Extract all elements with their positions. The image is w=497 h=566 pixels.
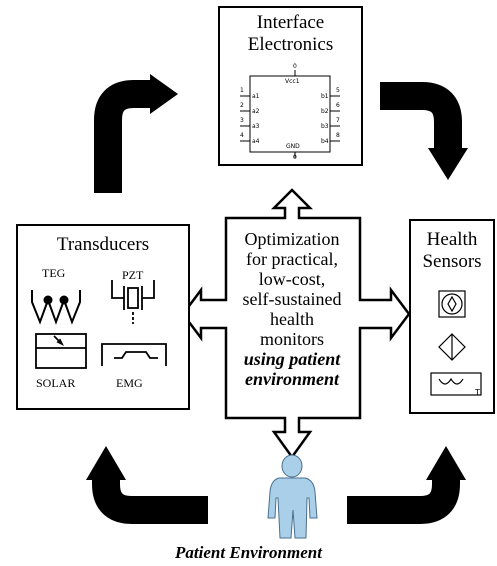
- chip-schematic: [240, 70, 340, 158]
- sensor-thermal: [430, 372, 482, 396]
- chip-vcc-label: Vcc1: [285, 78, 300, 85]
- chip-right-label-b4: b4: [321, 138, 329, 145]
- chip-right-pin-5: 5: [336, 87, 340, 94]
- chip-left-pin-3: 3: [240, 117, 244, 124]
- health-title-line1: Health: [426, 229, 478, 250]
- chip-right-pin-8: 8: [336, 132, 340, 139]
- chip-left-pin-1: 1: [240, 87, 244, 94]
- chip-right-label-b2: b2: [321, 108, 329, 115]
- emg-label: EMG: [116, 376, 143, 390]
- sensor-mark-label: T: [475, 388, 480, 397]
- chip-top-pin: 0: [293, 63, 297, 70]
- chip-left-label-a2: a2: [252, 108, 260, 115]
- teg-label: TEG: [42, 266, 66, 280]
- solar-label: SOLAR: [36, 376, 76, 390]
- health-title-line2: Sensors: [422, 251, 482, 272]
- chip-gnd-label: GND: [286, 143, 300, 150]
- chip-right-pin-7: 7: [336, 117, 340, 124]
- interface-title-line1: Interface: [256, 12, 325, 33]
- chip-right-label-b3: b3: [321, 123, 329, 130]
- chip-left-pin-2: 2: [240, 102, 244, 109]
- health-sensors-box: Health Sensors T: [409, 219, 495, 414]
- chip-left-pin-4: 4: [240, 132, 244, 139]
- sensor-diamond-circle: [438, 290, 466, 318]
- teg-symbol: [31, 290, 81, 325]
- flow-arrow-bottom-right: [347, 446, 466, 524]
- solar-symbol: [35, 333, 87, 369]
- center-line-4: self-sustained: [242, 289, 342, 309]
- patient-figure: [267, 454, 318, 539]
- pzt-symbol: [111, 280, 155, 324]
- chip-right-label-b1: b1: [321, 93, 329, 100]
- transducer-symbols: [31, 280, 167, 369]
- chip-right-pin-6: 6: [336, 102, 340, 109]
- chip-bottom-pin: 0: [293, 154, 297, 161]
- chip-left-label-a3: a3: [252, 123, 260, 130]
- flow-arrow-bottom-left: [86, 446, 208, 524]
- chip-left-label-a4: a4: [252, 138, 260, 145]
- center-line-1: Optimization: [244, 229, 340, 249]
- center-line-6: monitors: [259, 329, 324, 349]
- transducers-title: Transducers: [56, 234, 150, 255]
- center-emphasis-1: using patient: [243, 349, 341, 369]
- center-optimization-text: Optimization for practical, low-cost, se…: [230, 229, 354, 389]
- flow-arrow-top-right: [380, 82, 468, 180]
- center-line-3: low-cost,: [258, 269, 326, 289]
- interface-title-line2: Electronics: [247, 34, 334, 55]
- sensor-symbols: [430, 290, 482, 396]
- flow-arrow-top-left: [94, 74, 178, 193]
- center-line-5: health: [270, 309, 314, 329]
- transducers-box: Transducers TEG PZT SOLAR EMG: [16, 224, 190, 410]
- sensor-diamond-split: [438, 333, 466, 361]
- patient-environment-caption: Patient Environment: [175, 543, 322, 562]
- pzt-label: PZT: [122, 268, 144, 282]
- chip-left-label-a1: a1: [252, 93, 260, 100]
- center-line-2: for practical,: [246, 249, 338, 269]
- center-emphasis-2: environment: [244, 369, 339, 389]
- emg-symbol: [101, 343, 167, 366]
- interface-electronics-box: Interface Electronics 0 Vcc1 GND 0 1 2 3…: [218, 6, 363, 166]
